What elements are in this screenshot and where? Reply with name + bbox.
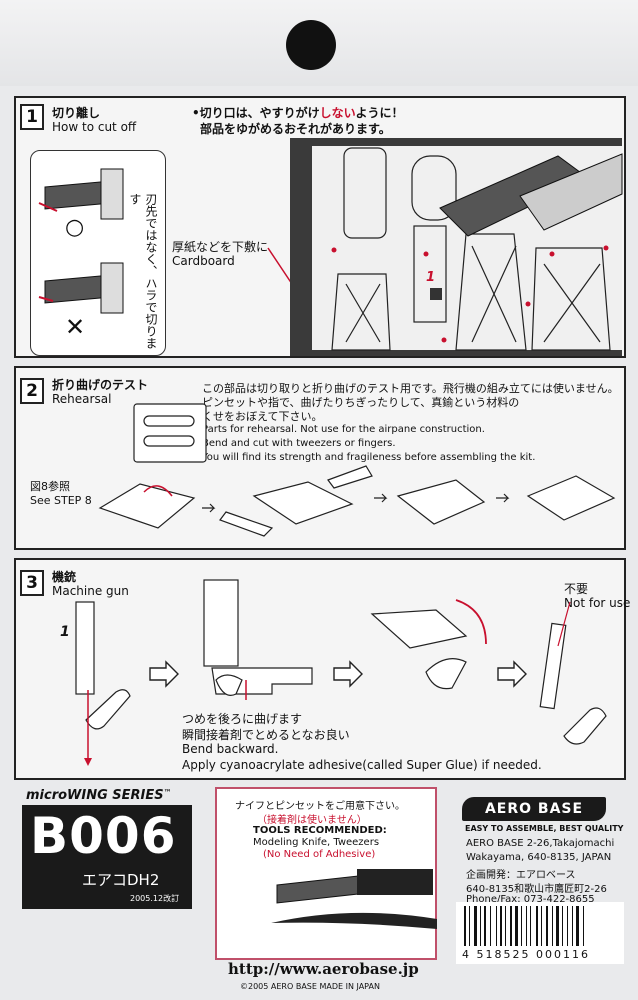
tools-recommended-box: ナイフとピンセットをご用意下さい。 （接着剤は使いません） TOOLS RECO… [215, 787, 437, 960]
barcode-bar [515, 906, 518, 946]
sanding-note-2: 部品をゆがめるおそれがあります。 [200, 122, 391, 136]
barcode-bar [469, 906, 470, 946]
product-name: エアコDH2 [82, 871, 160, 889]
barcode: 4 518525 000116 [456, 902, 624, 964]
step-title-en: How to cut off [52, 120, 137, 134]
bend-note-en-1: Bend backward. [182, 742, 279, 756]
step-title-jp: 機銃 [52, 570, 77, 584]
barcode-bar [490, 906, 491, 946]
part-number-1: 1 [60, 624, 70, 640]
not-for-use-jp: 不要 [564, 582, 589, 596]
rehearsal-desc-jp-1: この部品は切り取りと折り曲げのテスト用です。飛行機の組み立てには使いません。 [202, 382, 619, 395]
package-header [0, 0, 638, 86]
not-for-use-en: Not for use [564, 596, 631, 610]
barcode-bar [567, 906, 568, 946]
step-title-jp: 切り離し [52, 106, 101, 120]
rehearsal-illustration [98, 403, 616, 537]
barcode-bar [562, 906, 563, 946]
machine-gun-illustration [75, 579, 607, 766]
ng-mark: ✕ [65, 313, 86, 341]
tools-list: Modeling Knife, Tweezers [253, 837, 380, 848]
step-title-en: Machine gun [52, 584, 129, 598]
step3-panel: 3 機銃 Machine gun 1 1 不要 Not for use つめを後… [14, 558, 630, 780]
barcode-bar [521, 906, 522, 946]
revision-date: 2005.12改訂 [130, 894, 180, 903]
see-step8-en: See STEP 8 [30, 494, 92, 507]
see-step8-jp: 図8参照 [30, 480, 70, 493]
bend-note-jp-2: 瞬間接着剤でとめるとなお良い [182, 728, 350, 742]
barcode-bar [505, 906, 506, 946]
cutting-illustration [267, 138, 623, 356]
blade-example-box: ○ ✕ 刃先ではなく、ハラで切ります [30, 150, 166, 356]
ok-mark: ○ [65, 215, 85, 240]
step-title-en: Rehearsal [52, 392, 112, 406]
address-en-1: AERO BASE 2-26,Takajomachi [466, 838, 615, 849]
step2-panel: 2 折り曲げのテスト Rehearsal この部品は切り取りと折り曲げのテスト用… [14, 366, 626, 550]
rehearsal-desc-en-3: You will find its strength and fragilene… [202, 452, 536, 463]
step-number: 2 [20, 378, 44, 404]
address-jp-2: 640-8135和歌山市鷹匠町2-26 [466, 884, 607, 895]
part-number-1: 1 [426, 270, 436, 285]
tools-title: TOOLS RECOMMENDED: [253, 825, 387, 836]
barcode-bar [583, 906, 584, 946]
product-code: B006 [30, 807, 177, 865]
tools-illustration [271, 869, 437, 929]
barcode-bar [474, 906, 477, 946]
rehearsal-desc-en-1: Parts for rehearsal. Not use for the air… [202, 424, 485, 435]
barcode-bar [484, 906, 486, 946]
step-title-jp: 折り曲げのテスト [52, 378, 149, 392]
barcode-bar [526, 906, 527, 946]
barcode-bar [546, 906, 548, 946]
barcode-bar [480, 906, 481, 946]
rehearsal-desc-jp-2: ピンセットや指で、曲げたりちぎったりして、真鍮という材料の [202, 396, 520, 409]
no-adhesive-jp: （接着剤は使いません） [257, 815, 367, 826]
barcode-bars [464, 906, 584, 946]
website-url: http://www.aerobase.jp [228, 960, 419, 978]
sanding-note: •切り口は、やすりがけしないように！ [192, 106, 404, 120]
cardboard-jp: 厚紙などを下敷に [172, 240, 269, 254]
step1-panel: 1 切り離し How to cut off •切り口は、やすりがけしないように！… [14, 96, 626, 358]
phone-fax: Phone/Fax: 073-422-8655 [466, 894, 595, 905]
barcode-bar [536, 906, 538, 946]
barcode-bar [572, 906, 573, 946]
bend-note-jp-1: つめを後ろに曲げます [182, 712, 303, 726]
hanger-hole [286, 20, 336, 70]
cardboard-en: Cardboard [172, 254, 235, 268]
product-code-box: B006 エアコDH2 2005.12改訂 [22, 805, 192, 909]
barcode-bar [464, 906, 466, 946]
rehearsal-desc-en-2: Bend and cut with tweezers or fingers. [202, 438, 396, 449]
step-number: 1 [20, 104, 44, 130]
step-number: 3 [20, 570, 44, 596]
barcode-bar [530, 906, 531, 946]
series-name: microWING SERIES™ [26, 788, 172, 803]
no-adhesive-en: (No Need of Adhesive) [263, 849, 376, 860]
copyright: ©2005 AERO BASE MADE IN JAPAN [240, 982, 380, 991]
tools-jp: ナイフとピンセットをご用意下さい。 [235, 801, 405, 812]
address-jp-1: 企画開発：エアロベース [466, 870, 576, 881]
address-en-2: Wakayama, 640-8135, JAPAN [466, 852, 612, 863]
blade-note: 刃先ではなく、ハラで切ります [128, 193, 158, 349]
aerobase-logo: AERO BASE [462, 797, 606, 821]
barcode-bar [496, 906, 497, 946]
bend-note-en-2: Apply cyanoacrylate adhesive(called Supe… [182, 758, 542, 772]
barcode-bar [500, 906, 502, 946]
brand-tagline: EASY TO ASSEMBLE, BEST QUALITY [465, 824, 624, 833]
blade-illustration [38, 168, 124, 314]
barcode-bar [510, 906, 512, 946]
rehearsal-desc-jp-3: くせをおぼえて下さい。 [202, 410, 323, 423]
barcode-bar [556, 906, 559, 946]
barcode-bar [541, 906, 542, 946]
barcode-bar [552, 906, 553, 946]
barcode-digits: 4 518525 000116 [462, 948, 590, 961]
barcode-bar [576, 906, 579, 946]
